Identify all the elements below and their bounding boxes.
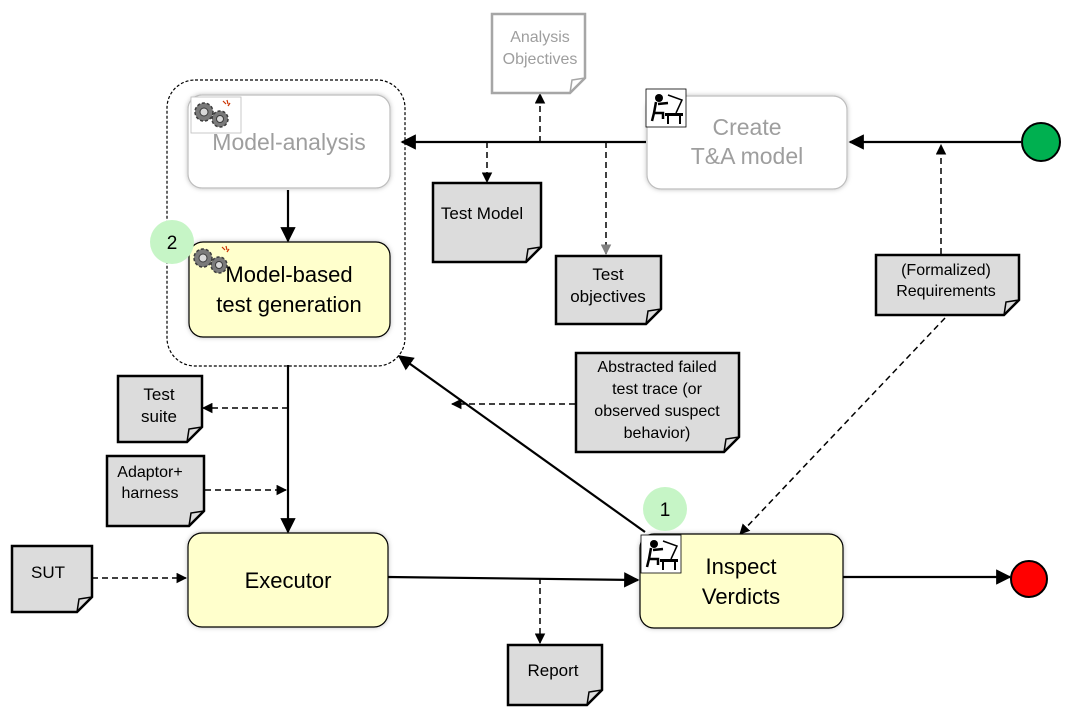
analysis-objectives-line2: Objectives <box>503 51 578 68</box>
requirements-line1: (Formalized) <box>901 262 991 279</box>
inspect-line1: Inspect <box>706 554 777 579</box>
objflow-requirements-to-inspect <box>739 317 946 535</box>
person-at-desk-icon <box>639 533 683 575</box>
artifact-test-objectives: Test objectives <box>554 254 663 326</box>
model-analysis-label: Model-analysis <box>212 129 365 155</box>
test-generation-line2: test generation <box>216 292 362 317</box>
artifact-failed-trace: Abstracted failed test trace (or observe… <box>574 351 741 454</box>
failed-trace-line1: Abstracted failed <box>597 359 716 376</box>
report-label: Report <box>527 661 578 680</box>
test-objectives-line1: Test <box>592 265 623 284</box>
step-badge-2: 2 <box>150 220 194 264</box>
step-badge-1-label: 1 <box>660 500 671 521</box>
inspect-line2: Verdicts <box>702 584 780 609</box>
analysis-objectives-line1: Analysis <box>510 29 570 46</box>
test-model-label: Test Model <box>441 204 523 223</box>
step-badge-1: 1 <box>643 487 687 531</box>
artifact-adaptor-harness: Adaptor+ harness <box>105 454 206 528</box>
action-test-generation: Model-based test generation <box>188 241 391 338</box>
failed-trace-line2: test trace (or <box>612 381 702 398</box>
artifact-test-suite: Test suite <box>116 374 204 444</box>
test-suite-line1: Test <box>143 385 174 404</box>
action-create-model: Create T&A model <box>644 87 848 190</box>
action-executor: Executor <box>187 532 389 628</box>
flow-executor-to-inspect <box>387 572 640 588</box>
artifact-analysis-objectives: Analysis Objectives <box>490 12 587 95</box>
flow-inspect-to-analysis-loop <box>397 355 646 533</box>
test-suite-line2: suite <box>141 407 177 426</box>
artifact-report: Report <box>506 643 604 707</box>
requirements-line2: Requirements <box>896 283 996 300</box>
action-inspect-verdicts: Inspect Verdicts <box>639 533 844 629</box>
artifact-sut: SUT <box>10 544 94 614</box>
executor-label: Executor <box>245 568 332 593</box>
step-badge-2-label: 2 <box>167 233 178 254</box>
action-model-analysis: Model-analysis <box>187 94 391 189</box>
start-node <box>1021 122 1061 162</box>
adaptor-line1: Adaptor+ <box>117 464 182 481</box>
create-model-line1: Create <box>712 114 781 140</box>
test-objectives-line2: objectives <box>570 287 646 306</box>
adaptor-line2: harness <box>122 485 179 502</box>
test-generation-line1: Model-based <box>225 262 352 287</box>
create-model-line2: T&A model <box>691 143 804 169</box>
failed-trace-line4: behavior) <box>624 425 691 442</box>
artifact-test-model: Test Model <box>431 181 543 264</box>
failed-trace-line3: observed suspect <box>594 403 720 420</box>
sut-label: SUT <box>31 563 65 582</box>
person-at-desk-icon <box>644 87 688 129</box>
artifact-requirements: (Formalized) Requirements <box>874 253 1021 317</box>
end-node <box>1010 560 1048 598</box>
